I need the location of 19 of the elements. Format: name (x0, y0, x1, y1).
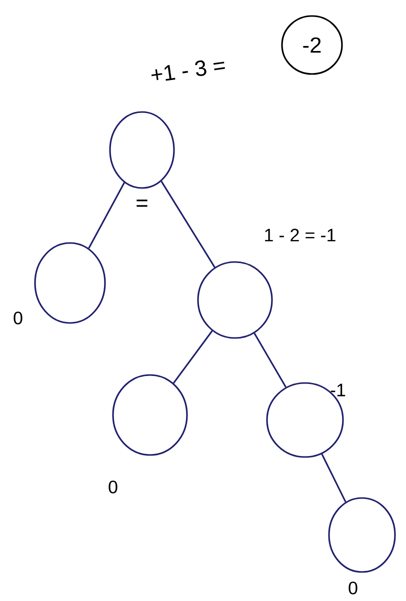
tree-edge (321, 454, 346, 502)
tree-edge (88, 182, 126, 249)
circled-number: -2 (281, 15, 343, 75)
tree-edge (254, 332, 287, 388)
node-note: 1 - 2 = -1 (265, 228, 336, 242)
node-note: 0 (348, 582, 358, 594)
tree-node-circle (266, 382, 344, 458)
tree-node-circle (328, 497, 396, 573)
equation-text: = (136, 200, 148, 207)
tree-node-circle (112, 374, 188, 456)
equation-text: +1 - 3 = (151, 60, 225, 81)
tree-node-circle (197, 261, 273, 339)
node-note: -1 (330, 384, 346, 396)
node-note: 0 (14, 312, 22, 324)
tree-edge (160, 180, 216, 268)
tree-edge (172, 330, 213, 384)
tree-node-circle (109, 111, 175, 189)
node-note: 0 (108, 480, 118, 494)
tree-node-circle (34, 242, 106, 324)
